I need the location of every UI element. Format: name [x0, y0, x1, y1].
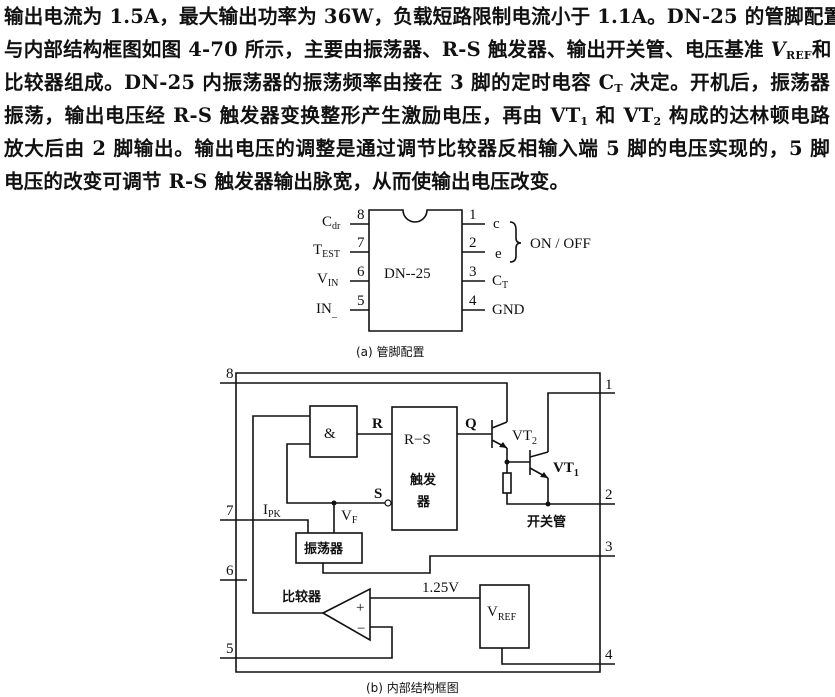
ipk-label: IPK — [263, 502, 282, 520]
and-gate — [309, 405, 358, 458]
chip-body — [368, 209, 463, 332]
comparator — [321, 587, 371, 642]
subscript: 1 — [580, 115, 589, 128]
subscript: REF — [785, 49, 812, 62]
subscript: 2 — [653, 115, 662, 128]
frame — [235, 372, 601, 673]
pin-number: 8 — [357, 207, 365, 223]
paragraph-line-1: 输出电流为 1.5A，最大输出功率为 36W，负载短路限制电流小于 1.1A。D… — [4, 5, 835, 28]
oscillator-label: 振荡器 — [304, 541, 344, 557]
wire-s — [286, 443, 385, 504]
text-span: 和 — [811, 38, 832, 61]
right-pins: 1 2 3 4 c e CT GND ON / OFF — [462, 207, 591, 318]
paragraph-line-4: 振荡，输出电压经 R-S 触发器变换整形产生激励电压，再由 VT1 和 VT2 … — [4, 99, 830, 132]
text-span: 构成的达林顿电路 — [661, 104, 831, 127]
q-label: Q — [465, 416, 477, 432]
pin-number: 1 — [605, 377, 613, 393]
text-span: 比较器组成。DN-25 内振荡器的振荡频率由接在 3 脚的定时电容 C — [4, 71, 615, 94]
rs-text: 器 — [416, 495, 431, 510]
vt2-label: VT2 — [512, 428, 537, 447]
pin-number: 2 — [469, 235, 477, 251]
s-label: S — [374, 486, 382, 502]
wire-pin3 — [322, 555, 615, 574]
rs-title: R−S — [404, 432, 431, 448]
pin-label: e — [495, 246, 502, 262]
vref-block — [479, 584, 530, 649]
subscript: T — [614, 82, 623, 95]
r-label: R — [372, 416, 383, 432]
paragraph-line-6: 电压的改变可调节 R-S 触发器输出脉宽，从而使输出电压改变。 — [4, 170, 570, 193]
pin-label: GND — [492, 302, 525, 318]
pin-label: VIN — [317, 271, 338, 289]
pin-label: TEST — [313, 242, 340, 260]
pin-number: 6 — [226, 563, 234, 579]
switch-label: 开关管 — [527, 514, 566, 530]
pin-number: 7 — [226, 503, 234, 519]
paragraph-line-2: 与内部结构框图如图 4-70 所示，主要由振荡器、R-S 触发器、输出开关管、电… — [4, 33, 832, 66]
pin-label: CT — [492, 273, 508, 291]
text-span: 决定。开机后，振荡器 — [622, 71, 830, 94]
vt1-label: VT1 — [553, 460, 579, 479]
brace — [509, 221, 522, 263]
oscillator-block — [295, 532, 363, 564]
vref-label: VREF — [487, 604, 517, 623]
pinout-diagram: DN--25 8 7 6 5 Cdr TEST VIN IN_ 1 2 3 4 … — [313, 207, 591, 359]
text-span: 和 VT — [588, 104, 654, 127]
pin-number: 3 — [605, 539, 613, 555]
pin-number: 7 — [357, 235, 365, 251]
pin-label: c — [493, 216, 500, 232]
caption-a: (a) 管脚配置 — [356, 344, 425, 359]
pin-number: 1 — [469, 207, 477, 223]
block-diagram: & R−S 触发 器 R Q S VF VT2 — [220, 366, 615, 695]
pin-number: 5 — [357, 293, 365, 309]
paragraph-line-5: 放大后由 2 脚输出。输出电压的调整是通过调节比较器反相输入端 5 脚的电压实现… — [4, 137, 830, 160]
pin-number: 3 — [469, 264, 477, 280]
wire-pin2 — [506, 493, 615, 505]
left-pins: 8 7 6 5 Cdr TEST VIN IN_ — [313, 207, 369, 319]
plus-sign: + — [356, 600, 364, 616]
pin-number: 2 — [605, 487, 613, 503]
pin-number: 6 — [357, 264, 365, 280]
rs-flipflop — [391, 406, 458, 531]
wire-pin5 — [220, 626, 393, 659]
pin-label: IN_ — [316, 301, 338, 319]
transistor-vt2 — [491, 420, 508, 473]
wire-pin1 — [547, 392, 615, 452]
and-gate-label: & — [324, 426, 336, 442]
pin-number: 4 — [469, 293, 477, 309]
caption-b: (b) 内部结构框图 — [366, 680, 459, 695]
text-span: V — [770, 38, 786, 61]
pin-number: 8 — [226, 366, 234, 382]
text-span: 振荡，输出电压经 R-S 触发器变换整形产生激励电压，再由 VT — [4, 104, 581, 127]
transistor-vt1 — [507, 450, 549, 504]
text-span: 与内部结构框图如图 4-70 所示，主要由振荡器、R-S 触发器、输出开关管、电… — [4, 38, 771, 61]
body-paragraph: 输出电流为 1.5A，最大输出功率为 36W，负载短路限制电流小于 1.1A。D… — [4, 0, 835, 198]
on-off-label: ON / OFF — [530, 236, 591, 252]
resistor — [502, 472, 512, 494]
junction-dot — [545, 501, 551, 507]
s-inverter-bubble — [384, 499, 392, 507]
rs-text: 触发 — [409, 472, 437, 488]
wire-pin4 — [501, 648, 615, 665]
pin-number: 5 — [226, 641, 234, 657]
wire-pin8 — [220, 382, 508, 422]
comparator-label: 比较器 — [282, 589, 322, 605]
pin-label: Cdr — [322, 214, 341, 232]
pin-number: 4 — [605, 647, 613, 663]
paragraph-line-3: 比较器组成。DN-25 内振荡器的振荡频率由接在 3 脚的定时电容 CT 决定。… — [4, 66, 830, 99]
vf-label: VF — [341, 508, 358, 526]
minus-sign: − — [357, 621, 365, 637]
ref-voltage-label: 1.25V — [422, 580, 459, 596]
wire-comparator-out — [252, 415, 323, 614]
chip-label: DN--25 — [384, 266, 431, 282]
wire-pin7 — [220, 519, 309, 533]
